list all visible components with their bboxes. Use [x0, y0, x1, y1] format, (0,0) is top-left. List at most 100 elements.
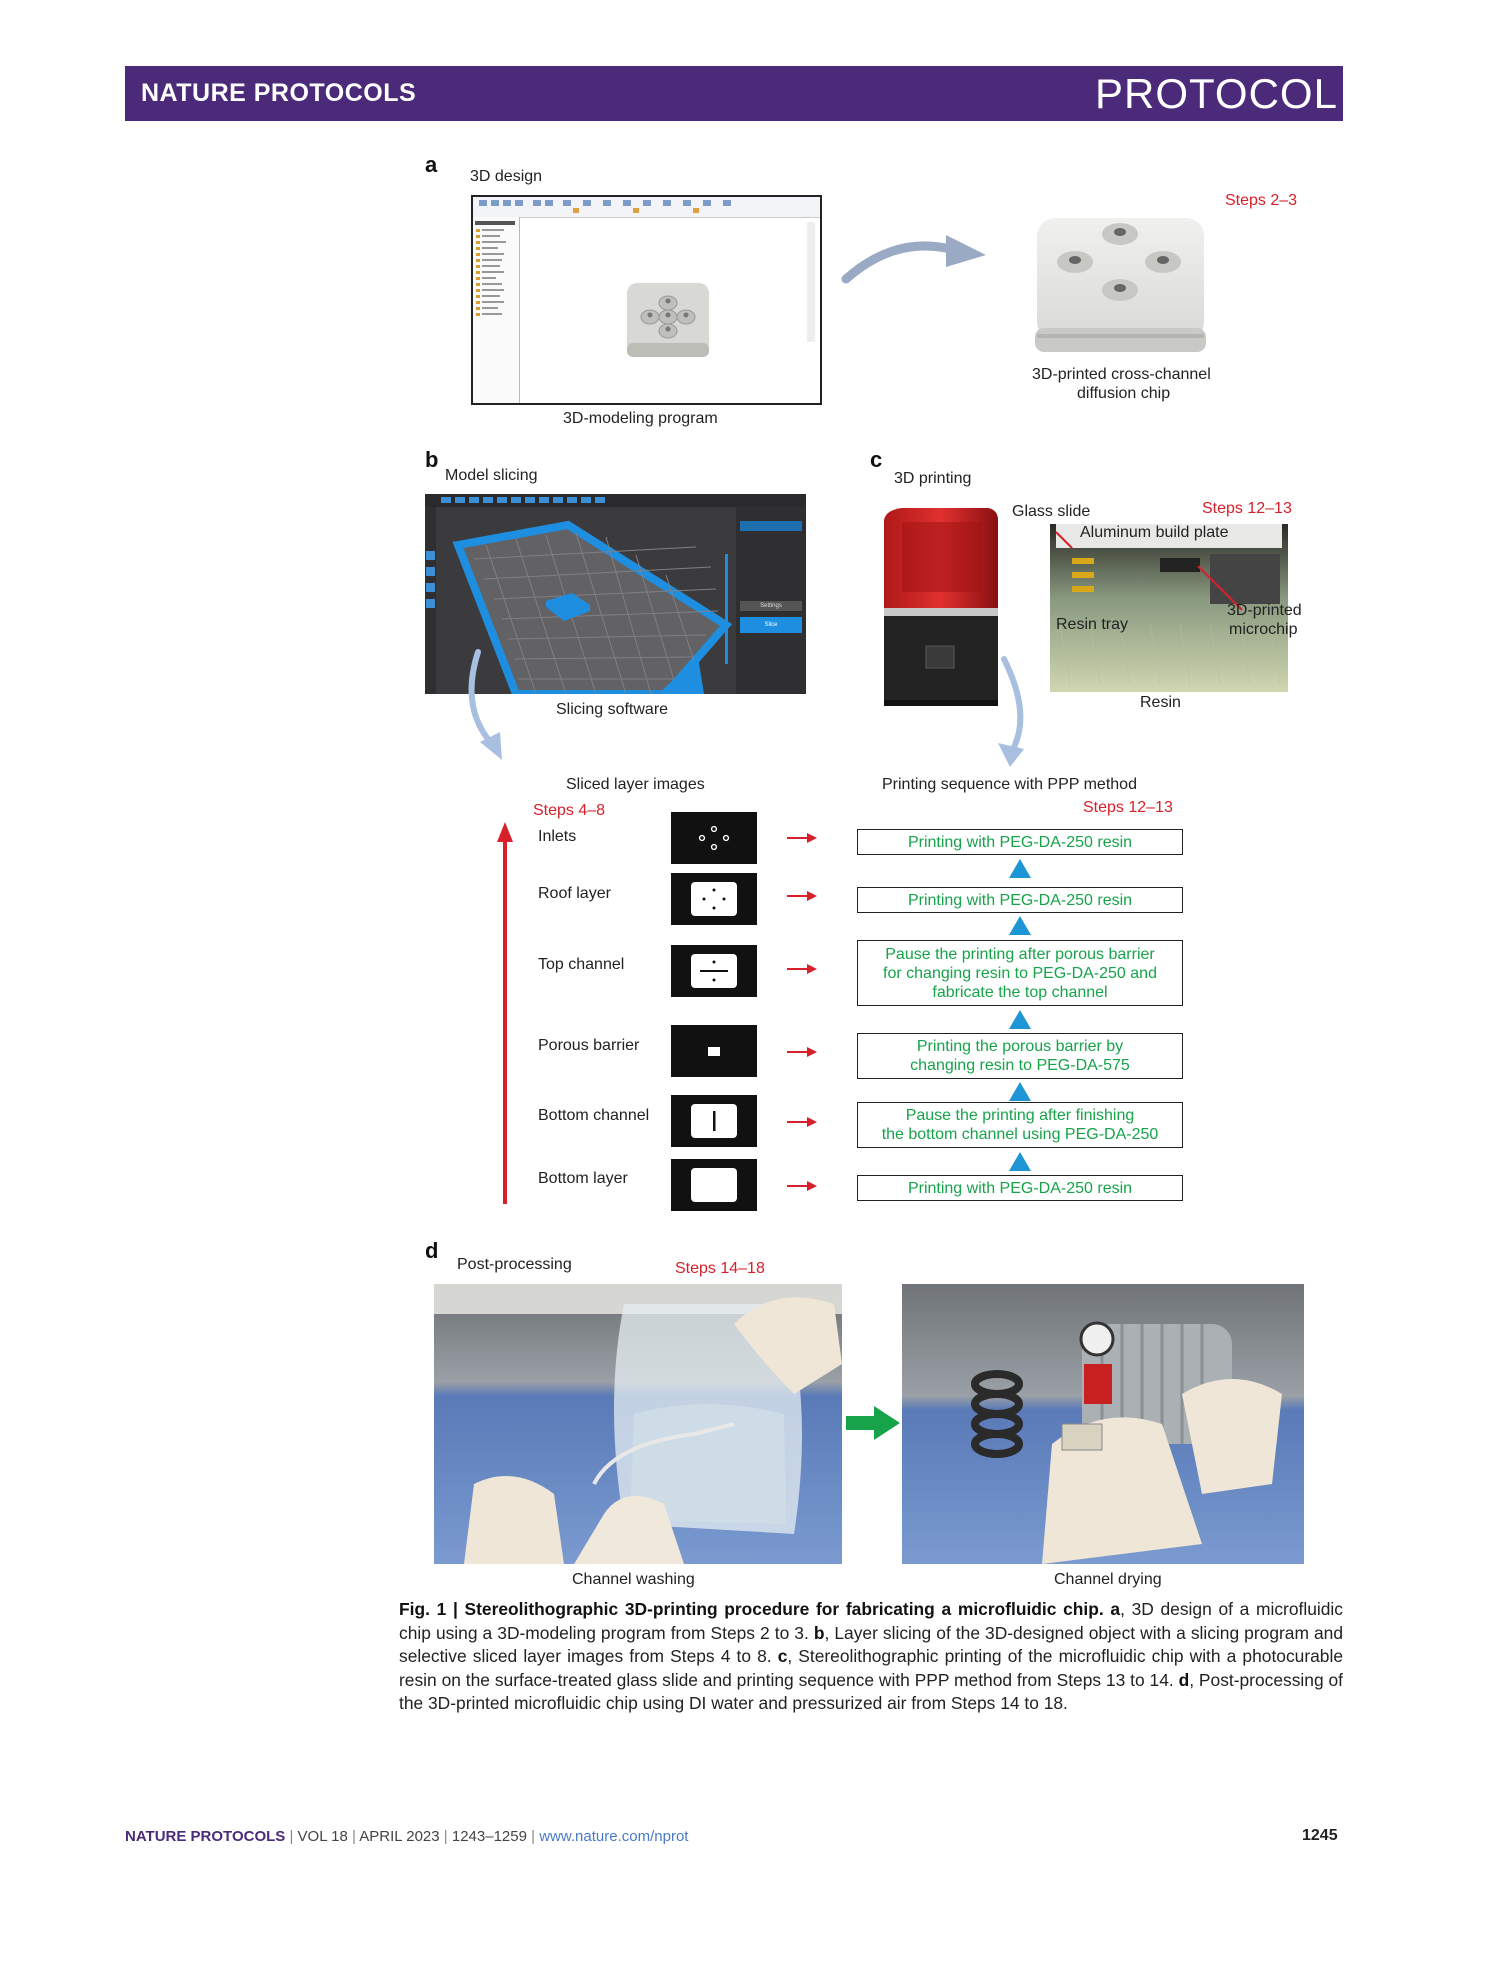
toolbar-icons	[479, 200, 731, 213]
panel-a-title: 3D design	[470, 168, 543, 185]
resin-tray-label: Resin tray	[1056, 616, 1129, 633]
layer-roof: Roof layer	[538, 885, 611, 902]
footer: NATURE PROTOCOLS | VOL 18 | APRIL 2023 |…	[125, 1828, 689, 1845]
slicing-down-arrow	[468, 649, 502, 760]
sequence-steps: Steps 12–13	[1083, 799, 1173, 816]
panel-c-letter: c	[870, 447, 883, 472]
slicer-topbar	[425, 494, 806, 507]
caption-d-text: , Post-processing of the 3D-printed micr…	[399, 1669, 1343, 1714]
footer-date: APRIL 2023	[359, 1828, 440, 1845]
caption-label: Fig. 1 | Stereolithographic 3D-printing …	[399, 1599, 1104, 1619]
sequence-step-3: Printing the porous barrier by changing …	[857, 1033, 1183, 1079]
chip-caption-2: diffusion chip	[1077, 385, 1171, 402]
slice-image-bottom-layer	[671, 1159, 757, 1211]
layer-bottom: Bottom layer	[538, 1170, 628, 1187]
sequence-heading: Printing sequence with PPP method	[882, 776, 1137, 793]
slice-button[interactable]: Slice	[740, 617, 802, 633]
washing-to-drying-arrow	[846, 1406, 900, 1440]
sliced-steps: Steps 4–8	[533, 802, 606, 819]
caption-a-text: , 3D design of a microfluidic chip using…	[399, 1599, 1343, 1643]
panel-a-letter: a	[425, 152, 438, 177]
footer-url[interactable]: www.nature.com/nprot	[539, 1828, 689, 1845]
build-plate-label: Aluminum build plate	[1080, 524, 1229, 541]
printing-down-arrow	[998, 656, 1024, 767]
journal-name: NATURE PROTOCOLS	[141, 79, 417, 107]
microchip-label-2: microchip	[1229, 621, 1298, 638]
sequence-step-5: Printing with PEG-DA-250 resin	[857, 887, 1183, 913]
slicing-software-caption: Slicing software	[556, 701, 669, 718]
panel-b-title: Model slicing	[445, 467, 538, 484]
caption-c-text: , Stereolithographic printing of the mic…	[399, 1646, 1343, 1690]
slice-image-porous-barrier	[671, 1025, 757, 1077]
sequence-step-4: Pause the printing after porous barrier …	[857, 940, 1183, 1006]
toolbar	[473, 197, 820, 218]
glass-slide-label: Glass slide	[1012, 503, 1091, 520]
slicer-right-panel: Settings Slice	[736, 507, 806, 694]
caption-b-marker: b	[813, 1622, 825, 1643]
sequence-up-arrow-3	[1009, 1010, 1031, 1029]
red-arrow-2	[787, 891, 817, 901]
panel-b-letter: b	[425, 447, 439, 472]
sla-printer-photo	[884, 508, 998, 706]
modeling-program-caption: 3D-modeling program	[563, 410, 718, 427]
red-arrow-6	[787, 1181, 817, 1191]
right-scroll	[807, 222, 815, 342]
washing-caption: Channel washing	[572, 1571, 695, 1588]
panel-a-steps: Steps 2–3	[1225, 192, 1298, 209]
layer-porous-barrier: Porous barrier	[538, 1037, 640, 1054]
slicer-tool-icons	[426, 551, 435, 608]
chip-model-3d	[627, 283, 709, 357]
microchip-label-1: 3D-printed	[1227, 602, 1302, 619]
footer-volume: VOL 18	[297, 1828, 348, 1845]
layer-order-arrow	[497, 822, 513, 1204]
sequence-up-arrow-1	[1009, 1152, 1031, 1171]
resin-caption: Resin	[1140, 694, 1181, 711]
panel-d-letter: d	[425, 1238, 439, 1263]
panel-c-title: 3D printing	[894, 470, 972, 487]
design-to-print-arrow	[841, 235, 986, 284]
printed-chip-photo	[1035, 218, 1206, 352]
header-bar	[125, 66, 1343, 121]
slicer-left-tools	[425, 507, 436, 694]
sequence-step-6: Printing with PEG-DA-250 resin	[857, 829, 1183, 855]
footer-journal: NATURE PROTOCOLS	[125, 1828, 286, 1845]
red-arrow-4	[787, 1047, 817, 1057]
slice-image-top-channel	[671, 945, 757, 997]
channel-drying-photo	[902, 1284, 1304, 1564]
figure-caption: Fig. 1 | Stereolithographic 3D-printing …	[399, 1598, 1343, 1716]
sequence-up-arrow-2	[1009, 1082, 1031, 1101]
slicer-panel-blue	[740, 521, 802, 531]
caption-a-marker: a	[1110, 1599, 1121, 1619]
panel-d-steps: Steps 14–18	[675, 1260, 765, 1277]
red-arrow-3	[787, 964, 817, 974]
resin-tray-photo	[1050, 524, 1288, 692]
page-number: 1245	[1302, 1827, 1338, 1844]
channel-washing-photo	[434, 1284, 842, 1564]
chip-caption-1: 3D-printed cross-channel	[1032, 366, 1211, 383]
settings-button[interactable]: Settings	[740, 601, 802, 611]
panel-d-title: Post-processing	[457, 1256, 572, 1273]
layer-inlets: Inlets	[538, 828, 577, 845]
layer-slider[interactable]	[725, 554, 728, 664]
slice-image-bottom-channel	[671, 1095, 757, 1147]
sequence-step-2: Pause the printing after finishing the b…	[857, 1102, 1183, 1148]
sliced-heading: Sliced layer images	[566, 776, 705, 793]
model-tree	[473, 217, 520, 403]
caption-b-text: , Layer slicing of the 3D-designed objec…	[399, 1622, 1344, 1667]
slice-image-roof	[671, 873, 757, 925]
red-arrow-5	[787, 1117, 817, 1127]
caption-d-marker: d	[1178, 1669, 1190, 1690]
sequence-up-arrow-4	[1009, 916, 1031, 935]
layer-bottom-channel: Bottom channel	[538, 1107, 650, 1124]
red-arrow-1	[787, 833, 817, 843]
slice-image-inlets	[671, 812, 757, 864]
modeling-program-window	[471, 195, 822, 405]
panel-c-steps: Steps 12–13	[1202, 500, 1292, 517]
article-type: PROTOCOL	[1095, 70, 1338, 117]
slicer-top-buttons	[441, 497, 605, 503]
drying-caption: Channel drying	[1054, 1571, 1162, 1588]
layer-top-channel: Top channel	[538, 956, 625, 973]
sequence-up-arrow-5	[1009, 859, 1031, 878]
sequence-step-1: Printing with PEG-DA-250 resin	[857, 1175, 1183, 1201]
footer-pages: 1243–1259	[451, 1828, 527, 1845]
